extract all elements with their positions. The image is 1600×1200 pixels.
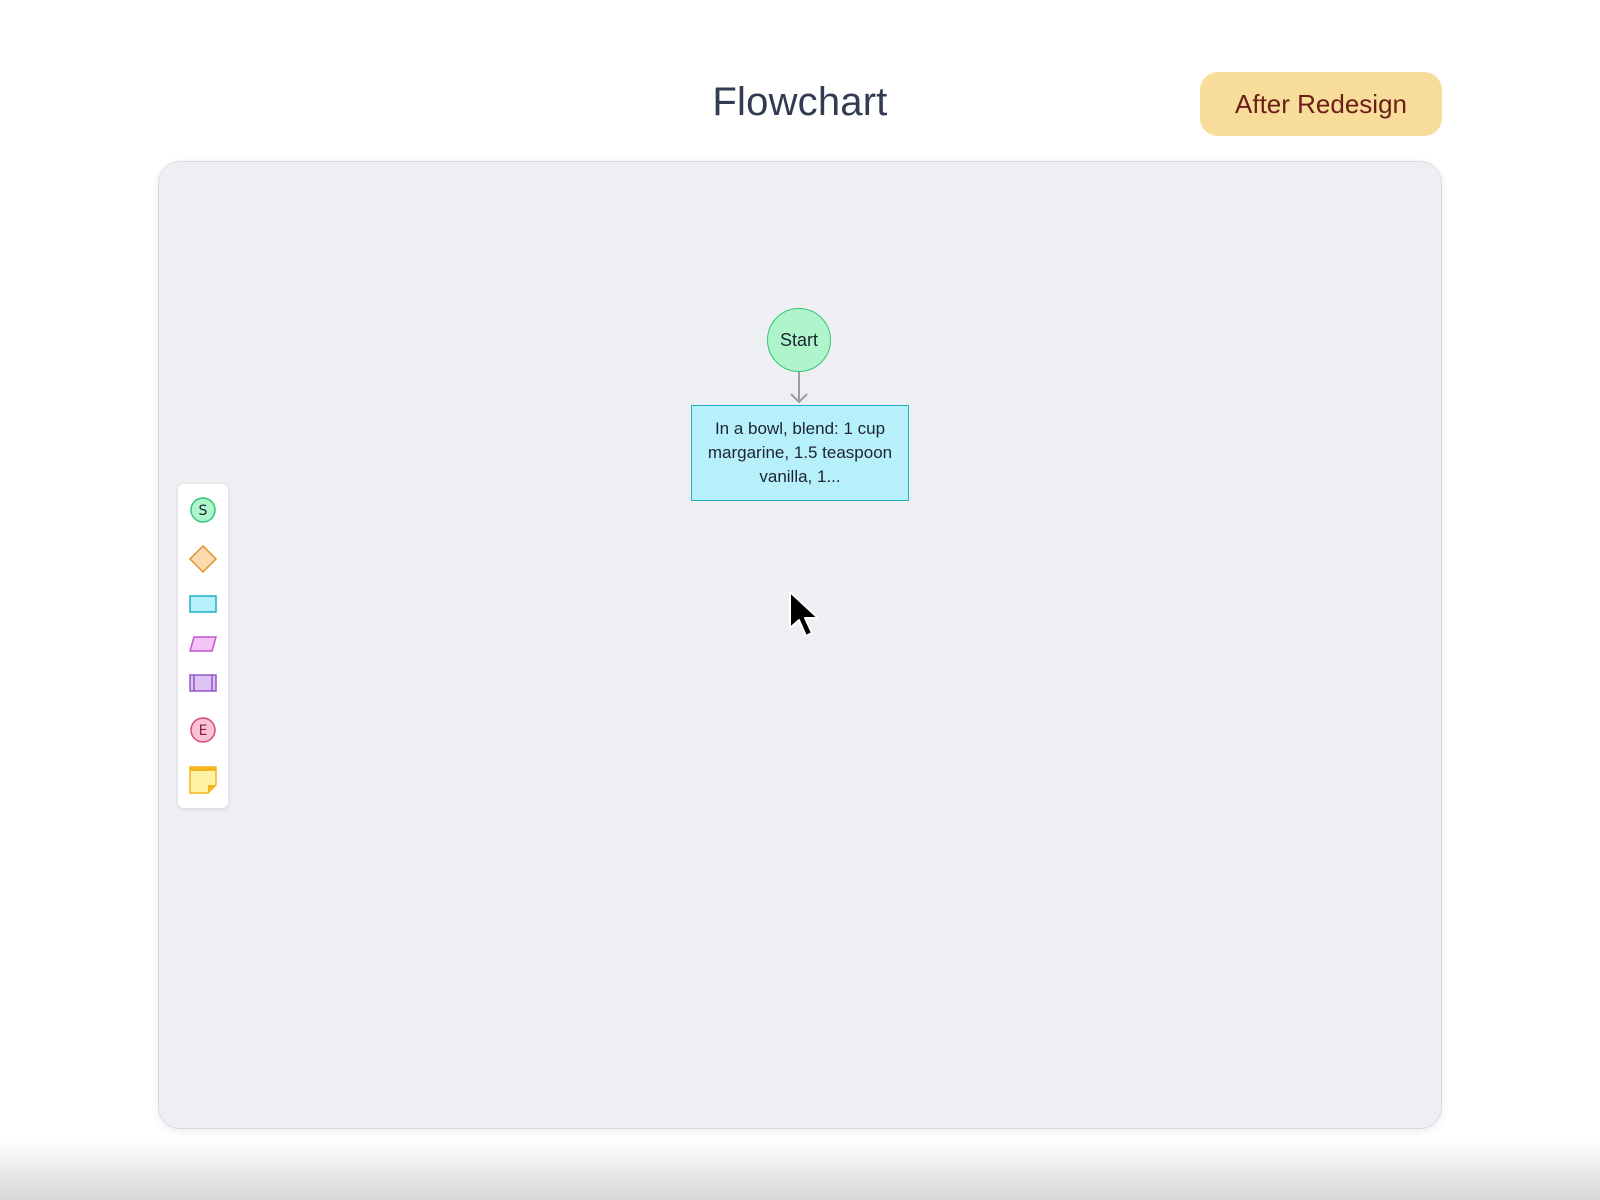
subprocess-icon <box>189 674 217 692</box>
start-node[interactable]: Start <box>767 308 831 372</box>
subprocess-shape-tool[interactable] <box>178 670 228 696</box>
start-circle-icon: S <box>190 497 216 523</box>
mouse-pointer-icon <box>789 591 819 637</box>
diamond-icon <box>188 544 218 574</box>
connector-arrow[interactable] <box>779 372 819 406</box>
sticky-note-icon <box>189 766 217 794</box>
end-shape-tool[interactable]: E <box>178 714 228 746</box>
flowchart-canvas[interactable]: S <box>158 161 1442 1129</box>
decision-shape-tool[interactable] <box>178 542 228 576</box>
process-shape-tool[interactable] <box>178 592 228 616</box>
rectangle-icon <box>189 595 217 613</box>
process-node[interactable]: In a bowl, blend: 1 cup margarine, 1.5 t… <box>691 405 909 501</box>
after-redesign-badge[interactable]: After Redesign <box>1200 72 1442 136</box>
start-shape-tool[interactable]: S <box>178 494 228 526</box>
end-tool-glyph: E <box>199 723 208 739</box>
start-tool-glyph: S <box>199 503 208 519</box>
end-circle-icon: E <box>190 717 216 743</box>
page-title: Flowchart <box>712 80 888 124</box>
sticky-note-tool[interactable] <box>178 764 228 796</box>
input-output-shape-tool[interactable] <box>178 632 228 656</box>
shape-palette: S <box>178 484 228 808</box>
bottom-edge <box>0 1140 1600 1200</box>
parallelogram-icon <box>189 636 217 652</box>
